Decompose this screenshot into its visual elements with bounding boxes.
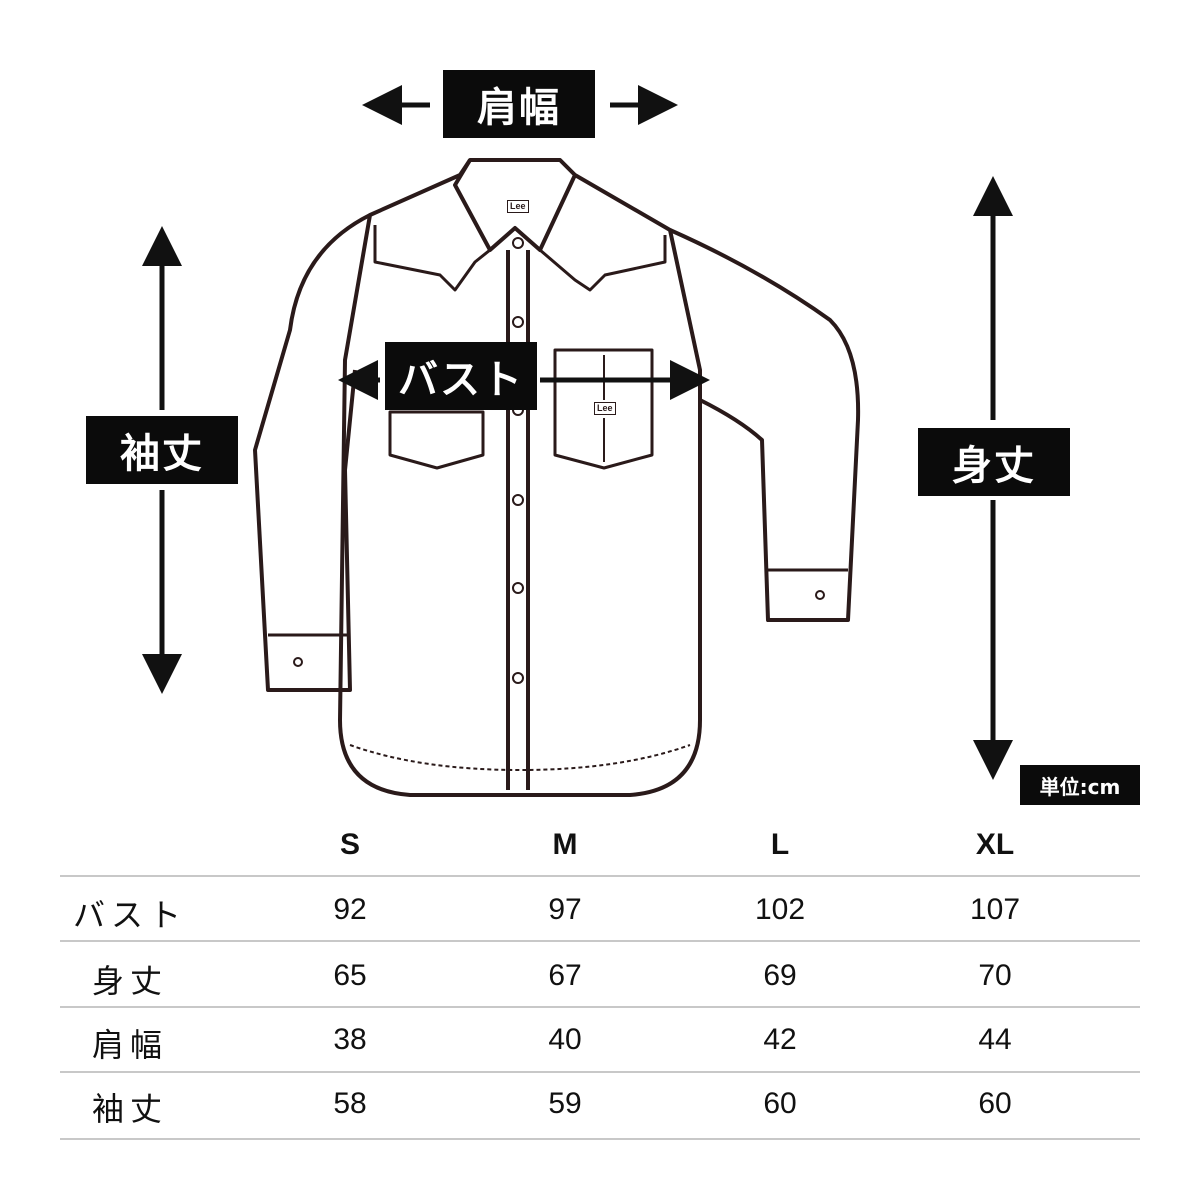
unit-label: 単位:cm: [1020, 765, 1140, 805]
table-cell: 42: [763, 1023, 797, 1056]
divider: [60, 875, 1140, 877]
row-label: 肩幅: [91, 1026, 168, 1064]
measure-arrows: [142, 85, 1013, 780]
table-cell: 97: [548, 893, 582, 926]
buttons: [293, 237, 825, 684]
divider: [60, 1138, 1140, 1140]
table-cell: 92: [333, 893, 367, 926]
shoulder-label: 肩幅: [443, 70, 595, 138]
divider: [60, 1071, 1140, 1073]
sleeve-label: 袖丈: [86, 416, 238, 484]
column-header: L: [770, 828, 790, 861]
column-header: S: [339, 828, 360, 861]
table-cell: 38: [333, 1023, 367, 1056]
table-cell: 44: [978, 1023, 1012, 1056]
column-header: M: [552, 828, 578, 861]
table-cell: 40: [548, 1023, 582, 1056]
divider: [60, 940, 1140, 942]
table-cell: 65: [333, 959, 367, 992]
row-label: バスト: [72, 896, 187, 934]
divider: [60, 1006, 1140, 1008]
length-label: 身丈: [918, 428, 1070, 496]
table-cell: 67: [548, 959, 582, 992]
table-cell: 69: [763, 959, 797, 992]
table-cell: 60: [763, 1087, 797, 1120]
table-cell: 102: [754, 893, 806, 926]
shirt-outline: [253, 158, 861, 797]
table-cell: 59: [548, 1087, 582, 1120]
row-label: 身丈: [91, 962, 168, 1000]
pocket-brand-tag: Lee: [594, 402, 616, 415]
table-cell: 70: [978, 959, 1012, 992]
row-label: 袖丈: [91, 1090, 168, 1128]
bust-label: バスト: [385, 342, 537, 410]
table-cell: 58: [333, 1087, 367, 1120]
table-cell: 107: [969, 893, 1021, 926]
collar-brand-tag: Lee: [507, 200, 529, 213]
table-cell: 60: [978, 1087, 1012, 1120]
column-header: XL: [975, 828, 1015, 861]
